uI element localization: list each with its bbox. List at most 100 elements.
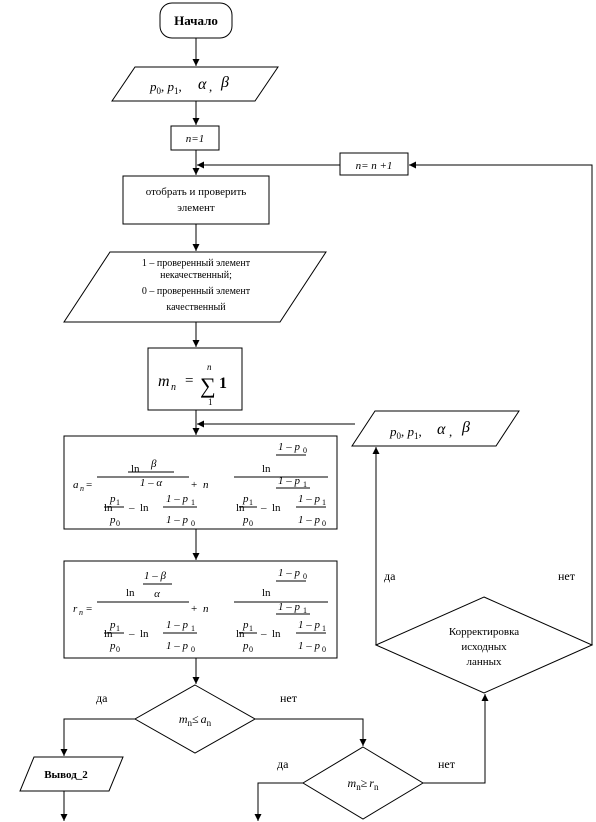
arrow-decision2-no — [423, 694, 489, 784]
arrow-decision1-yes — [60, 718, 135, 756]
svg-text:1 – p: 1 – p — [166, 640, 189, 652]
svg-text:1 – p: 1 – p — [298, 619, 321, 631]
svg-text:p0, p1,: p0, p1, — [149, 79, 182, 96]
svg-text:p: p — [109, 640, 116, 652]
svg-text:ln: ln — [272, 628, 281, 640]
input-params-right — [351, 410, 520, 447]
init-box — [170, 125, 220, 151]
svg-text:1 – p: 1 – p — [278, 567, 301, 579]
svg-text:ln: ln — [236, 502, 245, 514]
label-decision2-yes: да — [277, 757, 289, 771]
svg-text:ln: ln — [126, 587, 135, 599]
svg-text:ln: ln — [262, 463, 271, 475]
select-label-line2: элемент — [177, 202, 215, 214]
svg-text:1 – p: 1 – p — [278, 475, 301, 487]
svg-text:0: 0 — [249, 645, 253, 654]
svg-text:0: 0 — [116, 519, 120, 528]
svg-text:1 – α: 1 – α — [140, 477, 163, 489]
svg-text:n: n — [171, 382, 176, 393]
svg-text:p: p — [242, 619, 249, 631]
svg-text:0: 0 — [191, 519, 195, 528]
note-line4: качественный — [166, 302, 226, 313]
input-params-top-text: p0, p1, α , β — [149, 74, 229, 96]
sum-box — [147, 347, 243, 411]
svg-text:ln: ln — [104, 502, 113, 514]
arrow-decision1-no — [255, 718, 367, 746]
init-label: n=1 — [186, 133, 204, 145]
note-line1: 1 – проверенный элемент — [142, 258, 251, 269]
svg-text:1: 1 — [191, 624, 195, 633]
output-label: Вывод_2 — [44, 769, 88, 781]
note-line2: некачественный; — [160, 270, 232, 281]
svg-text:ln: ln — [140, 502, 149, 514]
svg-text:0: 0 — [191, 645, 195, 654]
result-note-parallelogram — [63, 251, 327, 323]
svg-text:1: 1 — [208, 397, 213, 407]
increment-label: n= n +1 — [356, 160, 393, 172]
svg-text:1 – p: 1 – p — [166, 493, 189, 505]
correction-line2: исходных — [461, 641, 507, 653]
svg-text:–: – — [128, 628, 135, 640]
svg-text:+: + — [191, 603, 197, 615]
svg-text:m: m — [158, 373, 170, 390]
svg-text:p: p — [109, 493, 116, 505]
svg-text:p: p — [242, 640, 249, 652]
label-correction-yes: да — [384, 569, 396, 583]
svg-text:p: p — [242, 514, 249, 526]
svg-text:ln: ln — [104, 628, 113, 640]
svg-text:–: – — [128, 502, 135, 514]
svg-text:1: 1 — [191, 498, 195, 507]
svg-text:ln: ln — [236, 628, 245, 640]
note-line3: 0 – проверенный элемент — [142, 286, 251, 297]
svg-text:α: α — [154, 588, 160, 600]
label-correction-no: нет — [558, 569, 576, 583]
svg-text:β: β — [220, 74, 229, 91]
svg-text:ln: ln — [262, 587, 271, 599]
svg-text:1: 1 — [219, 375, 227, 392]
formula-r-box — [63, 560, 338, 659]
svg-text:β: β — [150, 458, 157, 470]
svg-text:0: 0 — [303, 446, 307, 455]
select-label-line1: отобрать и проверить — [146, 186, 247, 198]
svg-text:0: 0 — [116, 645, 120, 654]
svg-text:α: α — [437, 421, 446, 438]
label-decision1-no: нет — [280, 691, 298, 705]
svg-text:α: α — [198, 76, 207, 93]
correction-diamond — [374, 596, 594, 694]
input-params-right-text: p0, p1, α , β — [389, 419, 470, 441]
svg-text:ln: ln — [272, 502, 281, 514]
increment-box — [339, 152, 409, 176]
svg-text:1: 1 — [303, 480, 307, 489]
select-element-box — [122, 175, 270, 225]
svg-text:β: β — [461, 419, 470, 436]
svg-text:n: n — [203, 603, 209, 615]
svg-text:1 – p: 1 – p — [298, 640, 321, 652]
svg-text:=: = — [86, 479, 92, 491]
svg-text:1 – p: 1 – p — [166, 619, 189, 631]
svg-text:=: = — [86, 603, 92, 615]
svg-text:n: n — [79, 608, 83, 617]
svg-text:+: + — [191, 479, 197, 491]
svg-text:0: 0 — [249, 519, 253, 528]
decision2-condition: mn≥rn — [348, 776, 379, 792]
sum-formula: m n = n ∑ 1 1 — [158, 362, 227, 407]
svg-text:p: p — [109, 514, 116, 526]
arrow-correction-no — [409, 161, 593, 645]
svg-text:1: 1 — [322, 498, 326, 507]
svg-text:1: 1 — [249, 624, 253, 633]
svg-text:,: , — [209, 79, 212, 94]
decision1-diamond — [133, 684, 257, 754]
correction-line3: ланных — [466, 656, 502, 668]
svg-text:1: 1 — [322, 624, 326, 633]
svg-text:1 – β: 1 – β — [144, 570, 167, 582]
output-parallelogram — [19, 756, 124, 792]
svg-text:p0, p1,: p0, p1, — [389, 424, 422, 441]
svg-text:r: r — [73, 603, 78, 615]
svg-text:ln: ln — [131, 463, 140, 475]
decision1-condition: mn≤an — [179, 712, 212, 728]
svg-text:1: 1 — [116, 624, 120, 633]
formula-a-box — [63, 435, 338, 530]
